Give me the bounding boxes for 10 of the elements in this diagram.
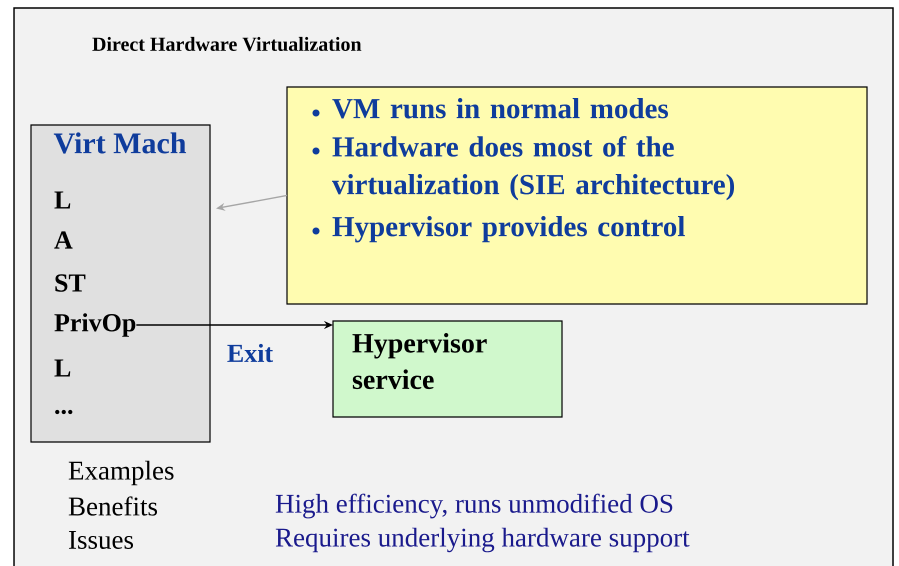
edge-label: Exit [227, 344, 273, 362]
title: Direct Hardware Virtualization [92, 36, 362, 52]
row-text: Requires underlying hardware support [276, 528, 690, 552]
row-heading: Issues [68, 531, 134, 549]
note-box: VM runs in normal modes Hardware does most of the virtualization (SIE architecture) Hypervisor provides control [286, 86, 868, 305]
instruction-label: PrivOp [54, 313, 136, 337]
service-box: Hypervisor service [332, 320, 563, 418]
row-text: High efficiency, runs unmodified OS [276, 494, 672, 518]
row-heading: Examples [68, 460, 174, 486]
row-heading: Benefits [68, 496, 158, 516]
